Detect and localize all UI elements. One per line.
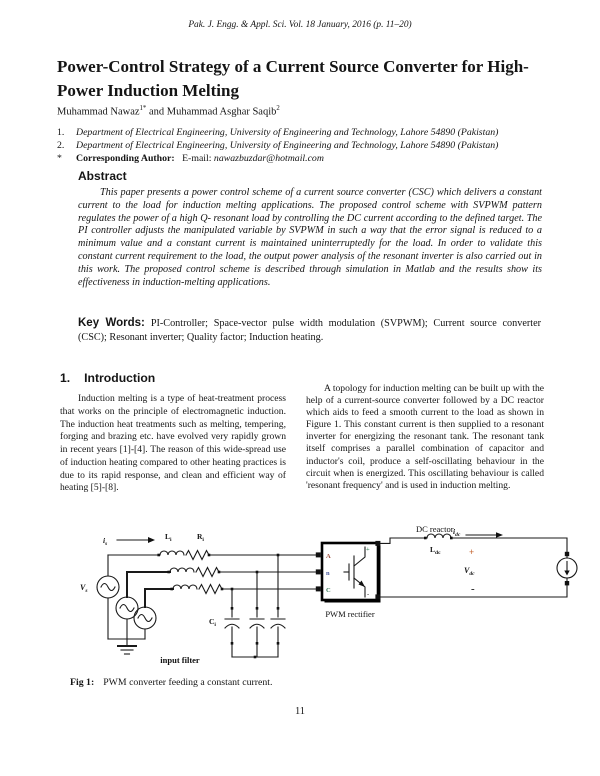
terminal-b-stub [315,569,321,575]
figure-1-caption: Fig 1: PWM converter feeding a constant … [70,677,272,688]
idc-label: idc [453,527,461,538]
intro-left-column: Induction melting is a type of heat-trea… [60,393,286,494]
resistor-icon [195,566,220,578]
vdc-minus-label: - [471,583,475,595]
ground-icon [117,638,137,655]
section-number: 1. [60,371,71,385]
circuit-diagram: Vs is Li Ri [80,524,578,665]
terminal-b-label: n [326,570,330,577]
inductor-icon [159,550,185,556]
affiliation-1: 1. Department of Electrical Engineering,… [57,126,552,139]
figure-1: Vs is Li Ri [60,524,580,674]
intro-right-column: A topology for induction melting can be … [306,383,544,491]
ri-label: Ri [197,532,204,543]
ac-source-3-icon [133,606,157,630]
ci-label: Ci [209,617,216,628]
capacitor-icon [270,554,286,658]
corresponding-email: nawazbuzdar@hotmail.com [213,153,324,165]
affiliation-1-marker: 1. [57,127,65,138]
author-2: Muhammad Asghar Saqib [166,106,277,118]
vdc-plus-label: + [469,547,474,557]
keywords-text: PI-Controller; Space-vector pulse width … [78,318,541,343]
vdc-label: Vdc [464,566,475,577]
block-minus-label: - [367,591,369,598]
dc-minus-terminal-stub [375,594,381,600]
author-connector: and [146,106,167,118]
email-label: E-mail: [182,153,212,165]
author-line: Muhammad Nawaz1* and Muhammad Asghar Saq… [57,105,280,118]
journal-header: Pak. J. Engg. & Appl. Sci. Vol. 18 Janua… [188,20,412,30]
terminal-c-stub [315,586,321,592]
vs-label: Vs [80,583,87,594]
author-1: Muhammad Nawaz [57,106,140,118]
pwm-rectifier-block: A n C + - PWM rectifier [315,540,381,619]
sine-icon [119,603,135,613]
capacitor-icon [249,571,265,658]
affiliation-1-text: Department of Electrical Engineering, Un… [76,127,499,138]
li-label: Li [165,532,172,543]
affiliations-list: 1. Department of Electrical Engineering,… [57,126,552,166]
terminal-c-label: C [326,587,331,594]
dc-reactor-label: DC reactor [416,524,454,534]
resistor-icon [185,549,210,561]
ldc-label: Ldc [430,545,441,556]
dc-plus-terminal-stub [375,540,381,546]
capacitor-icon [224,588,240,658]
terminal-a-stub [315,552,321,558]
input-filter-label: input filter [160,655,200,665]
is-arrow-icon [148,537,155,543]
sine-icon [100,582,116,592]
author-1-superscript: 1* [139,105,147,112]
dc-reactor-icon [426,533,452,539]
is-label: is [103,536,107,547]
abstract-heading: Abstract [78,169,127,183]
ac-source-1-icon [96,575,120,599]
corresponding-label: Corresponding Author: [76,153,175,165]
idc-arrow-icon [496,532,503,538]
dc-link: DC reactor idc Ldc Vdc + - [379,524,578,598]
author-2-superscript: 2 [276,105,280,112]
paper-title: Power-Control Strategy of a Current Sour… [57,57,529,100]
affiliation-2-text: Department of Electrical Engineering, Un… [76,140,499,152]
sine-icon [137,613,153,623]
abstract-body: This paper presents a power control sche… [78,187,542,288]
block-plus-label: + [366,546,370,553]
keywords-block: Key Words:PI-Controller; Space-vector pu… [78,317,541,344]
pwm-rectifier-label: PWM rectifier [325,609,374,619]
phase-lines: is Li Ri [103,532,319,595]
resistor-icon [198,583,223,595]
affiliation-2-marker: 2. [57,140,65,152]
three-phase-source: Vs [80,554,157,655]
figure-caption-text: PWM converter feeding a constant current… [103,677,273,688]
section-heading-introduction: 1. Introduction [60,371,155,385]
figure-caption-label: Fig 1: [70,677,95,688]
page-number: 11 [294,706,306,717]
affiliation-2: 2. Department of Electrical Engineering,… [57,139,552,152]
igbt-icon [343,546,366,598]
section-title: Introduction [84,371,156,385]
keywords-label: Key Words: [78,317,145,329]
inductor-icon [169,567,195,573]
inductor-icon [172,584,198,590]
terminal-a-label: A [326,553,331,560]
corresponding-marker: * [57,153,62,165]
input-filter: Ci input filter [160,553,286,665]
corresponding-author-row: * Corresponding Author: E-mail: nawazbuz… [57,152,552,165]
ac-source-2-icon [115,596,139,620]
